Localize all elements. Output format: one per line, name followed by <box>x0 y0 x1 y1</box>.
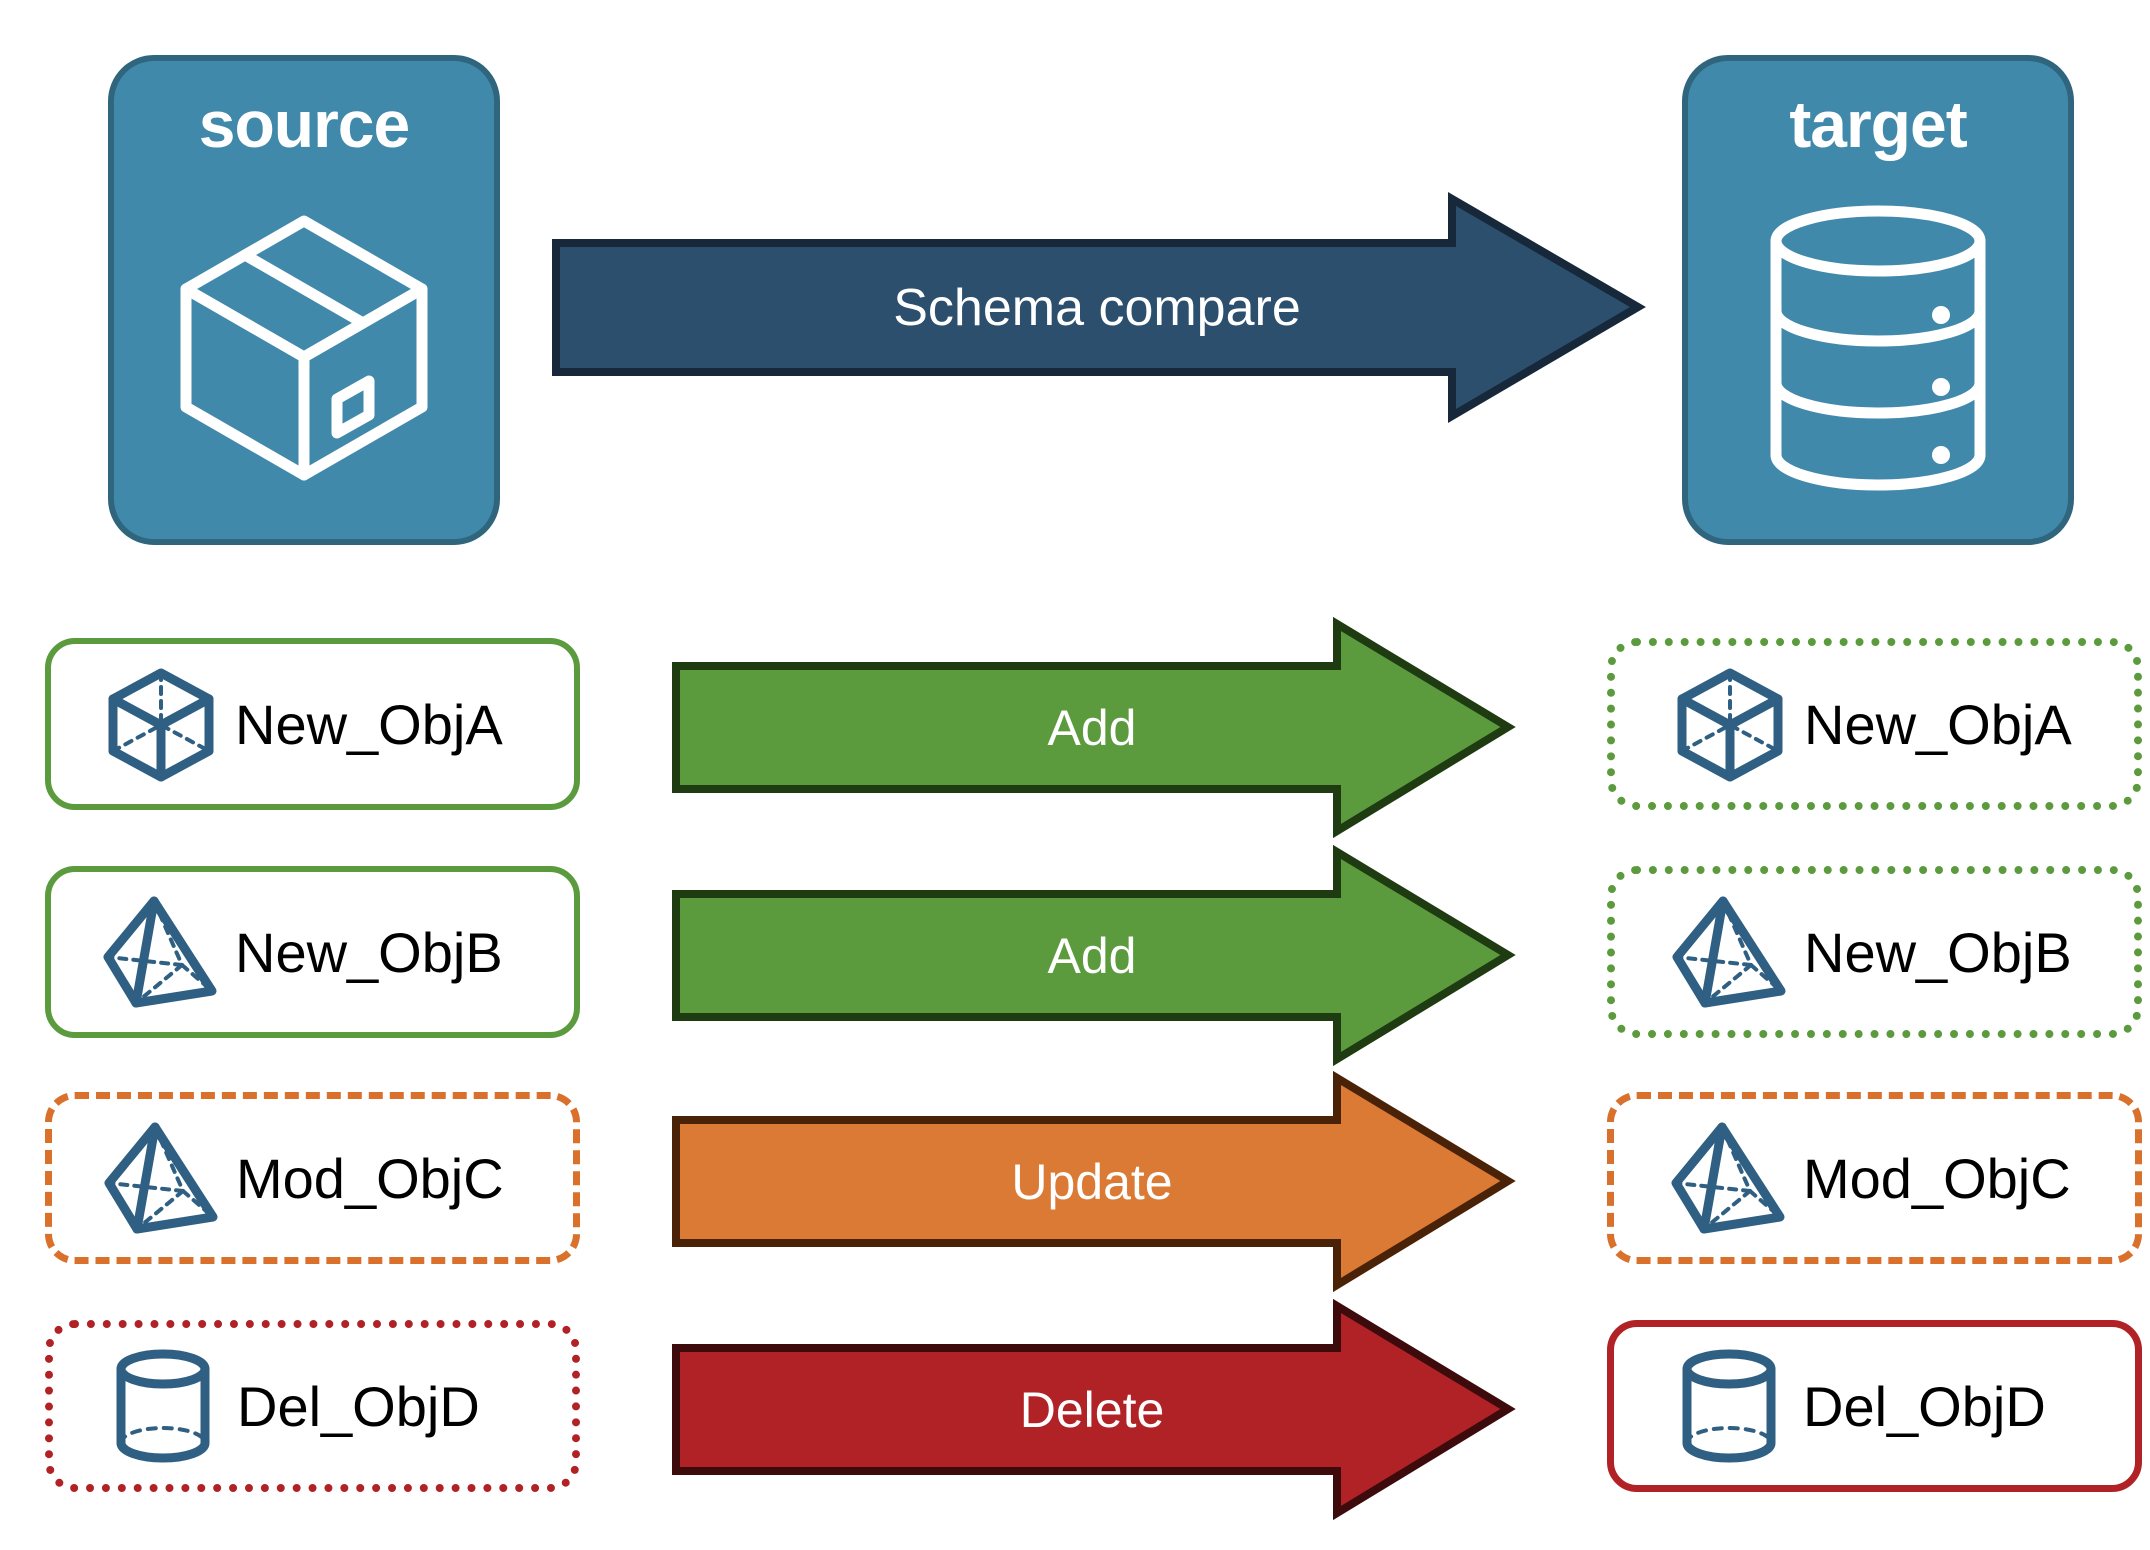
row-action-arrow-add-2[interactable]: Add <box>672 844 1516 1067</box>
pyramid-icon <box>101 893 221 1011</box>
source-object-card[interactable]: Del_ObjD <box>45 1320 580 1492</box>
target-endpoint-card[interactable]: target <box>1682 55 2074 545</box>
source-object-label: Mod_ObjC <box>236 1146 504 1210</box>
package-box-icon <box>114 157 494 539</box>
target-object-label: Mod_ObjC <box>1803 1146 2071 1210</box>
cylinder-icon <box>1669 1347 1789 1465</box>
target-title: target <box>1789 87 1967 161</box>
row-action-arrow-delete[interactable]: Delete <box>672 1298 1516 1521</box>
source-object-label: New_ObjA <box>235 692 503 756</box>
database-cylinder-icon <box>1688 157 2068 539</box>
source-title: source <box>198 87 410 161</box>
target-object-card[interactable]: Del_ObjD <box>1607 1320 2142 1492</box>
target-object-label: New_ObjA <box>1804 692 2072 756</box>
target-object-card[interactable]: Mod_ObjC <box>1607 1092 2142 1264</box>
pyramid-icon <box>1669 1119 1789 1237</box>
source-object-label: New_ObjB <box>235 920 503 984</box>
pyramid-icon <box>1670 893 1790 1011</box>
target-object-card[interactable]: New_ObjA <box>1607 638 2142 810</box>
cylinder-icon <box>103 1347 223 1465</box>
source-object-card[interactable]: New_ObjB <box>45 866 580 1038</box>
target-object-label: New_ObjB <box>1804 920 2072 984</box>
wireframe-cube-icon <box>101 665 221 783</box>
schema-compare-arrow[interactable]: Schema compare <box>552 192 1646 423</box>
wireframe-cube-icon <box>1670 665 1790 783</box>
source-object-card[interactable]: Mod_ObjC <box>45 1092 580 1264</box>
target-object-label: Del_ObjD <box>1803 1374 2046 1438</box>
source-endpoint-card[interactable]: source <box>108 55 500 545</box>
pyramid-icon <box>102 1119 222 1237</box>
source-object-card[interactable]: New_ObjA <box>45 638 580 810</box>
row-action-arrow-add-1[interactable]: Add <box>672 616 1516 839</box>
target-object-card[interactable]: New_ObjB <box>1607 866 2142 1038</box>
row-action-arrow-update[interactable]: Update <box>672 1070 1516 1293</box>
source-object-label: Del_ObjD <box>237 1374 480 1438</box>
